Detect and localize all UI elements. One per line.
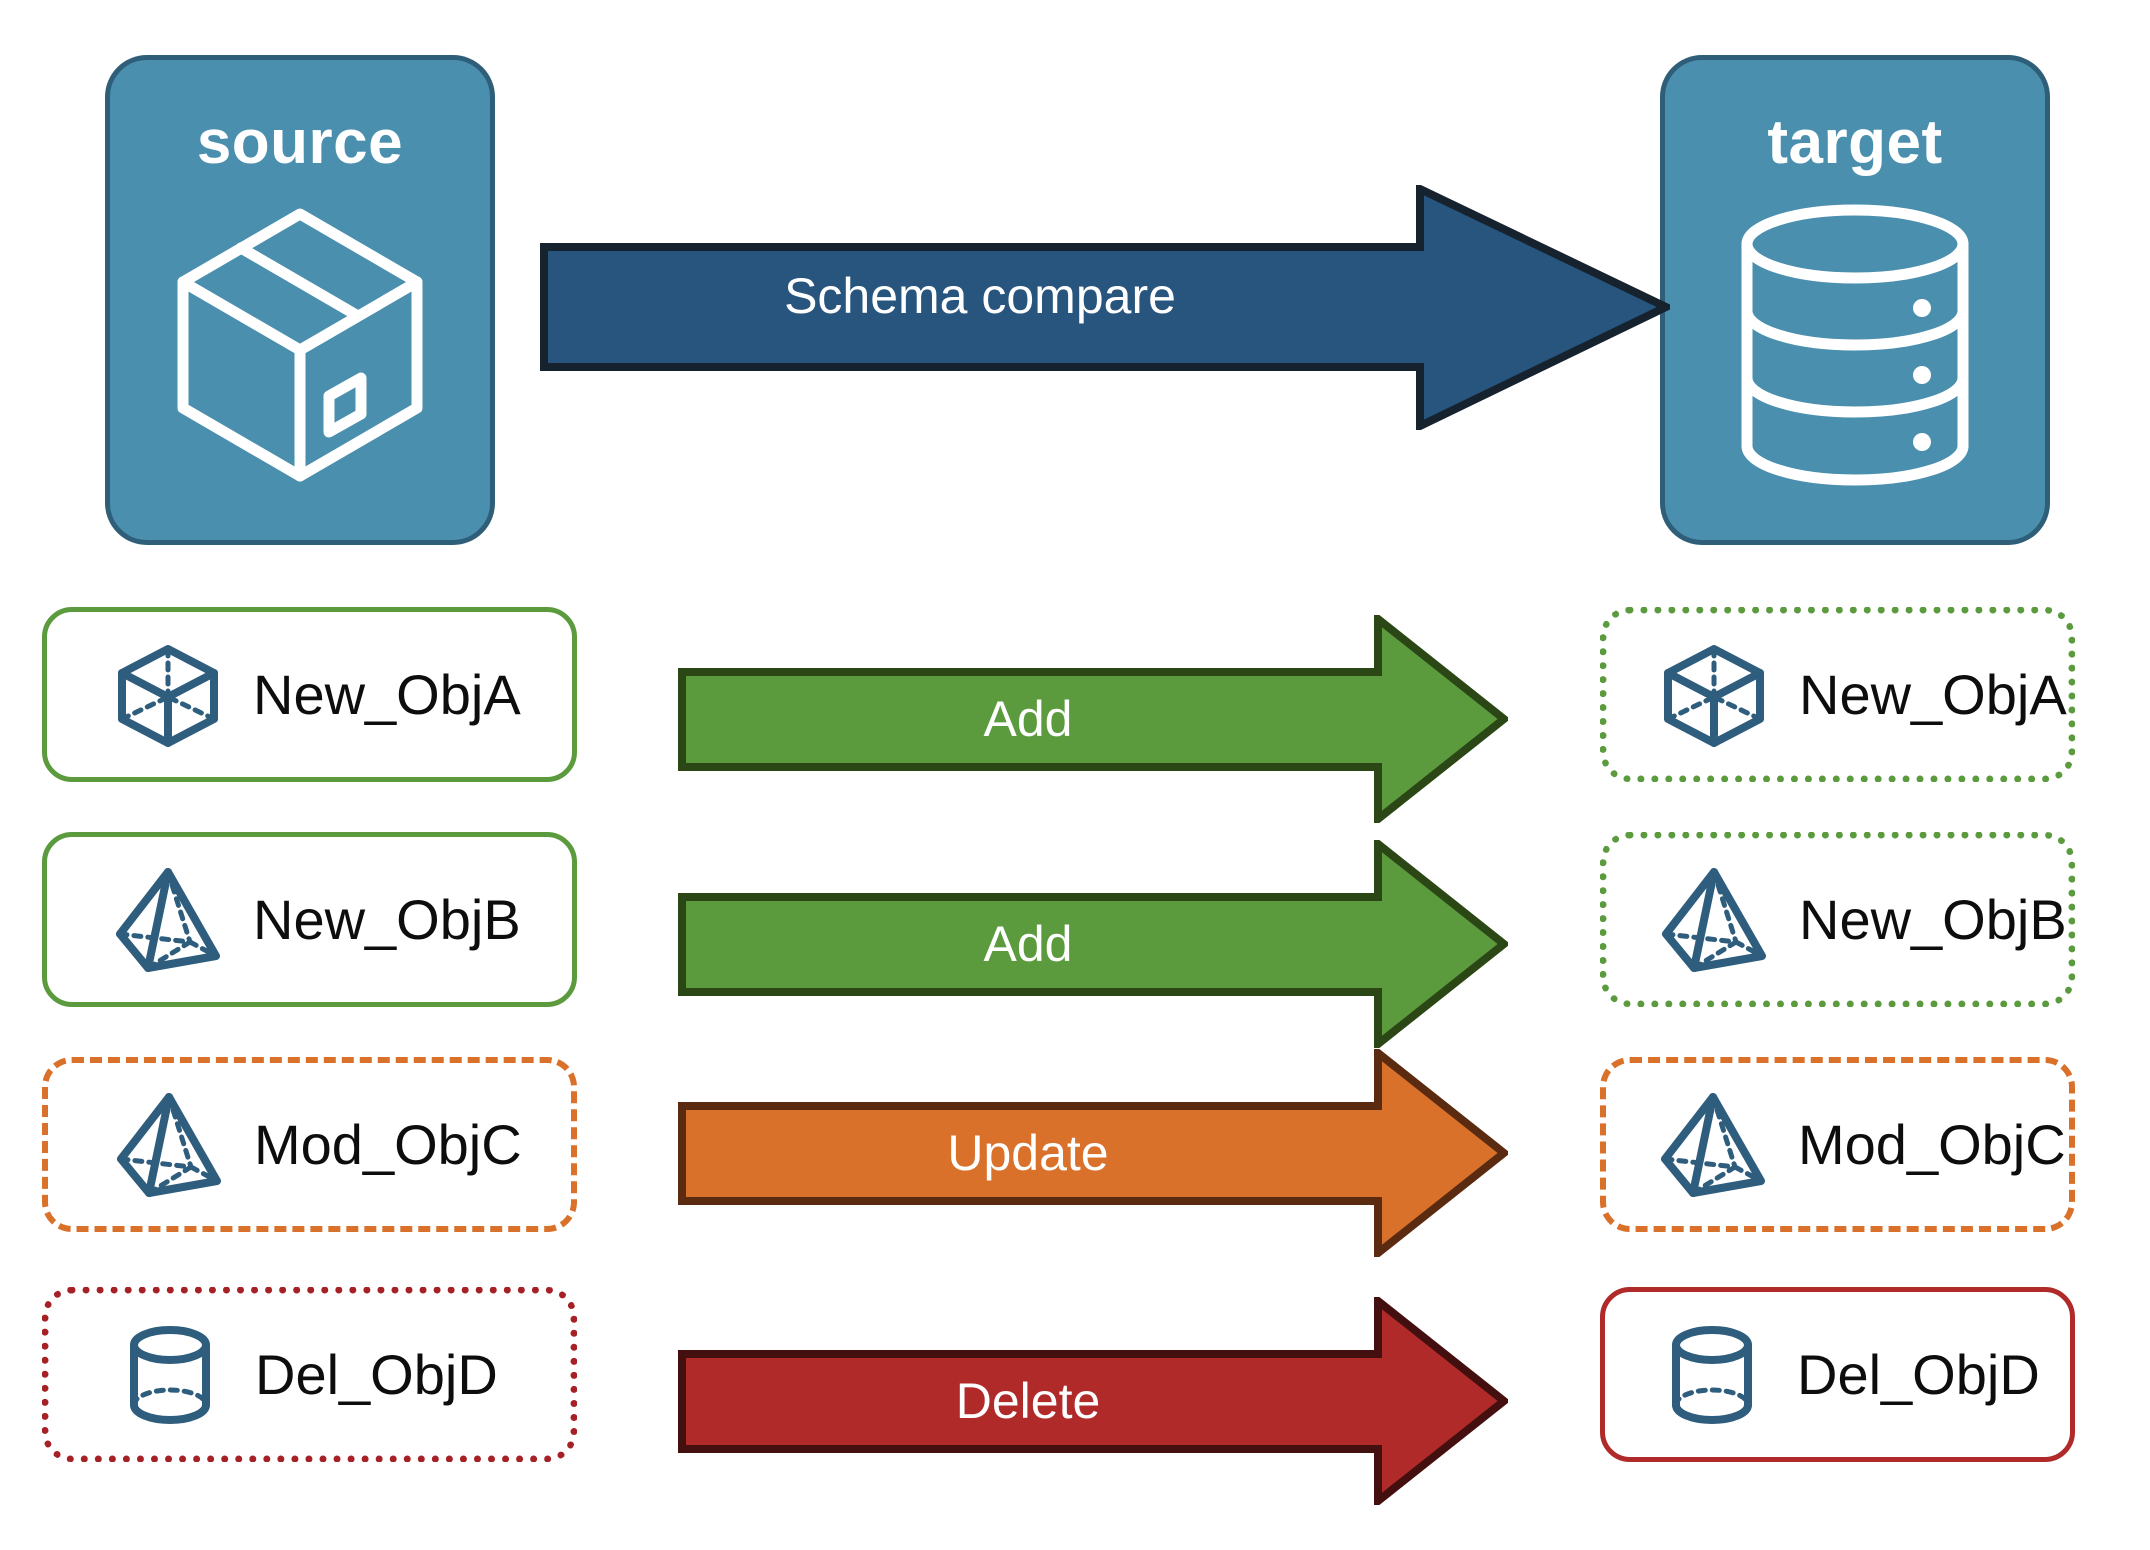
action-arrow-add: Add	[678, 610, 1511, 828]
source-object-card[interactable]: Del_ObjD	[42, 1287, 577, 1462]
action-label: Delete	[955, 1373, 1101, 1429]
diff-row-update-objC: Mod_ObjC Update Mod_ObjC	[0, 1044, 2150, 1272]
package-box-icon	[165, 200, 435, 495]
target-object-card[interactable]: New_ObjA	[1600, 607, 2075, 782]
diff-row-delete-objD: Del_ObjD Delete Del_ObjD	[0, 1287, 2150, 1510]
source-endpoint-card: source	[105, 55, 495, 545]
source-object-label: Del_ObjD	[255, 1342, 498, 1406]
target-object-label: Del_ObjD	[1797, 1342, 2040, 1406]
source-object-label: New_ObjB	[253, 887, 521, 951]
target-object-card[interactable]: Del_ObjD	[1600, 1287, 2075, 1462]
action-label: Add	[983, 691, 1073, 747]
action-arrow-add: Add	[678, 835, 1511, 1053]
action-arrow-shape	[678, 1044, 1511, 1262]
action-arrow-update: Update	[678, 1044, 1511, 1262]
wireframe-cylinder-icon	[111, 1316, 229, 1434]
action-arrow-shape	[678, 835, 1511, 1053]
target-object-card[interactable]: New_ObjB	[1600, 832, 2075, 1007]
database-cylinder-icon	[1730, 200, 1980, 495]
target-object-label: New_ObjA	[1799, 662, 2067, 726]
wireframe-cylinder-icon	[1653, 1316, 1771, 1434]
action-arrow-shape	[678, 610, 1511, 828]
diff-row-add-objA: New_ObjA Add New_ObjA	[0, 607, 2150, 828]
source-title: source	[196, 108, 404, 177]
wireframe-pyramid-icon	[1655, 861, 1773, 979]
action-arrow-shape	[678, 1292, 1511, 1510]
action-label: Add	[983, 916, 1073, 972]
wireframe-pyramid-icon	[109, 861, 227, 979]
action-arrow-delete: Delete	[678, 1292, 1511, 1510]
schema-compare-arrow-shape	[540, 182, 1676, 433]
schema-compare-arrow: Schema compare	[540, 182, 1676, 433]
wireframe-cube-icon	[1655, 636, 1773, 754]
schema-compare-label: Schema compare	[784, 268, 1176, 324]
source-object-card[interactable]: New_ObjA	[42, 607, 577, 782]
source-object-card[interactable]: Mod_ObjC	[42, 1057, 577, 1232]
source-object-label: New_ObjA	[253, 662, 521, 726]
action-label: Update	[947, 1125, 1109, 1181]
wireframe-pyramid-icon	[110, 1086, 228, 1204]
diff-row-add-objB: New_ObjB Add New_ObjB	[0, 832, 2150, 1053]
target-title: target	[1767, 108, 1943, 177]
wireframe-pyramid-icon	[1654, 1086, 1772, 1204]
wireframe-cube-icon	[109, 636, 227, 754]
target-object-card[interactable]: Mod_ObjC	[1600, 1057, 2075, 1232]
target-object-label: New_ObjB	[1799, 887, 2067, 951]
source-object-card[interactable]: New_ObjB	[42, 832, 577, 1007]
target-object-label: Mod_ObjC	[1798, 1112, 2066, 1176]
target-endpoint-card: target	[1660, 55, 2050, 545]
source-object-label: Mod_ObjC	[254, 1112, 522, 1176]
